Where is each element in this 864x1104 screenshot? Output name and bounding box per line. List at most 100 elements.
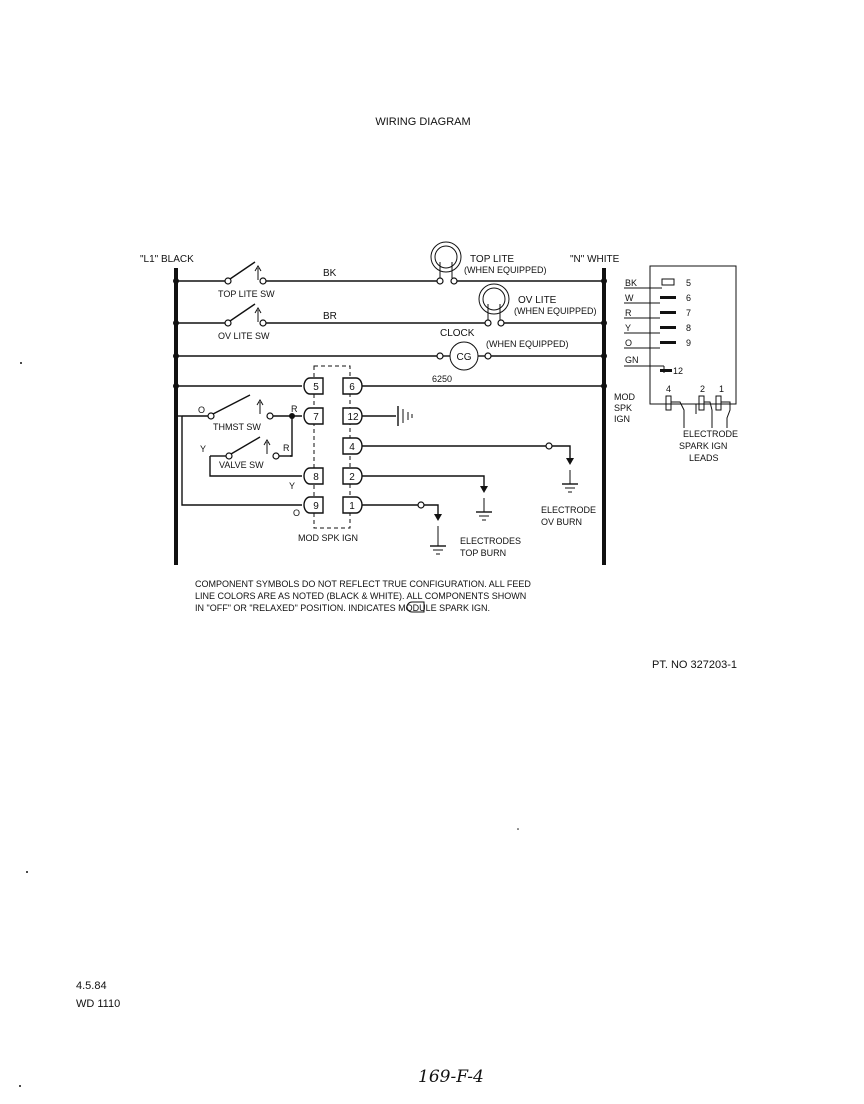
wire-r-label-1: R — [291, 404, 298, 414]
terminal-12-label: 12 — [347, 412, 359, 423]
top-lite-when-equipped: (WHEN EQUIPPED) — [464, 265, 547, 275]
connector-pin-shape — [660, 296, 676, 299]
top-lite-lamp-inner — [434, 245, 458, 269]
wd-label: WD 1110 — [76, 998, 120, 1010]
connector-pin-7: 7 — [686, 308, 691, 318]
ov-lite-lamp-icon — [478, 283, 510, 315]
lamp-terminal — [450, 277, 458, 285]
wire-y — [209, 456, 302, 477]
electrode-ov-burn-label-1: ELECTRODE — [541, 505, 596, 515]
wire-o — [181, 416, 302, 506]
label-6250: 6250 — [432, 374, 452, 384]
thmst-sw-label: THMST SW — [213, 422, 261, 432]
connector-rows: BK 5 W 6 R 7 Y 8 O 9 GN 12 — [624, 278, 691, 376]
clock-terminal — [484, 352, 492, 360]
connector-pin-shape — [661, 278, 675, 286]
terminal-5 — [303, 377, 324, 395]
terminal-4 — [342, 437, 363, 455]
clock-symbol: CG — [457, 352, 472, 363]
scan-speck — [20, 362, 22, 364]
wire — [424, 504, 439, 516]
switch-contact — [224, 277, 232, 285]
switch-contact — [224, 319, 232, 327]
connector-pin-6: 6 — [686, 293, 691, 303]
lead-4-pin — [665, 395, 672, 411]
terminal-8 — [303, 467, 324, 485]
connector-block — [649, 265, 737, 405]
wire — [290, 416, 293, 457]
electrodes-top-burn-label-2: TOP BURN — [460, 548, 506, 558]
switch-actuator-arrow — [256, 399, 264, 406]
lead-wire — [671, 401, 685, 428]
terminal-1 — [342, 496, 363, 514]
electrode-spark-ign-leads-label-1: ELECTRODE — [683, 429, 738, 439]
electrode-ov-burn-arrow-icon — [566, 458, 574, 465]
switch-contact — [266, 412, 274, 420]
connector-color-y: Y — [625, 323, 631, 333]
top-lite-label: TOP LITE — [470, 254, 514, 265]
note-line-3: IN "OFF" OR "RELAXED" POSITION. INDICATE… — [195, 603, 490, 613]
switch-actuator-arrow — [254, 265, 262, 272]
module-spark-ign-outline — [313, 365, 351, 529]
lamp-terminal — [436, 277, 444, 285]
part-number: PT. NO 327203-1 — [652, 659, 737, 671]
scan-speck — [26, 871, 28, 873]
connector-color-w: W — [625, 293, 634, 303]
module-symbol-icon — [406, 601, 425, 613]
scan-speck — [19, 1085, 21, 1087]
lamp-terminal — [497, 319, 505, 327]
note-line-2: LINE COLORS ARE AS NOTED (BLACK & WHITE)… — [195, 591, 526, 601]
lead-wire — [721, 401, 731, 428]
switch-contact — [259, 319, 267, 327]
terminal-4-label: 4 — [349, 442, 355, 453]
junction-dot — [601, 353, 607, 359]
connector-pin-9: 9 — [686, 338, 691, 348]
terminal-8-label: 8 — [313, 472, 319, 483]
electrode-spark-ign-leads-label-3: LEADS — [689, 453, 719, 463]
wire-o-label-1: O — [198, 405, 205, 415]
top-lite-lamp-icon — [430, 241, 462, 273]
mod-spk-ign-right-label-3: IGN — [614, 414, 630, 424]
wire — [552, 445, 571, 460]
l1-black-label: "L1" BLACK — [140, 254, 194, 265]
terminal-1-label: 1 — [349, 501, 355, 512]
terminal-9-label: 9 — [313, 501, 319, 512]
terminal-6-label: 6 — [349, 382, 355, 393]
junction-dot — [601, 278, 607, 284]
thmst-switch-blade — [212, 394, 251, 415]
connector-color-o: O — [625, 338, 632, 348]
clock-label: CLOCK — [440, 328, 475, 339]
ov-lite-label: OV LITE — [518, 295, 557, 306]
right-terminals: 6 12 4 2 1 — [342, 377, 363, 514]
ov-lite-when-equipped: (WHEN EQUIPPED) — [514, 306, 597, 316]
lead-1-label: 1 — [719, 384, 724, 394]
left-terminals: 5 7 8 9 — [303, 377, 324, 514]
ov-lite-switch-blade — [229, 303, 256, 322]
electrode-contact — [417, 501, 425, 509]
electrode-spark-ign-leads-label-2: SPARK IGN — [679, 441, 727, 451]
top-lite-switch-blade — [229, 261, 256, 280]
wire — [362, 475, 485, 488]
switch-contact — [272, 452, 280, 460]
electrode-ov-burn-label-2: OV BURN — [541, 517, 582, 527]
connector-color-gn: GN — [625, 355, 639, 365]
connector-pin-shape — [660, 341, 676, 344]
terminal-9 — [303, 496, 324, 514]
wire-r-label-2: R — [283, 443, 290, 453]
clock-when-equipped: (WHEN EQUIPPED) — [486, 339, 569, 349]
wire-o-label-2: O — [293, 508, 300, 518]
connector-pin-shape — [660, 369, 672, 372]
switch-contact — [259, 277, 267, 285]
terminal-12 — [342, 407, 363, 425]
lead-4-label: 4 — [666, 384, 671, 394]
terminal-2 — [342, 467, 363, 485]
electrodes-top-burn-label-1: ELECTRODES — [460, 536, 521, 546]
wire-y-label-2: Y — [289, 481, 295, 491]
diagram-title: WIRING DIAGRAM — [375, 116, 470, 128]
electrode-arrow-icon — [480, 486, 488, 493]
handwritten-note: 169-F-4 — [418, 1067, 484, 1087]
clock-terminal — [436, 352, 444, 360]
lead-2-pin — [698, 395, 705, 411]
